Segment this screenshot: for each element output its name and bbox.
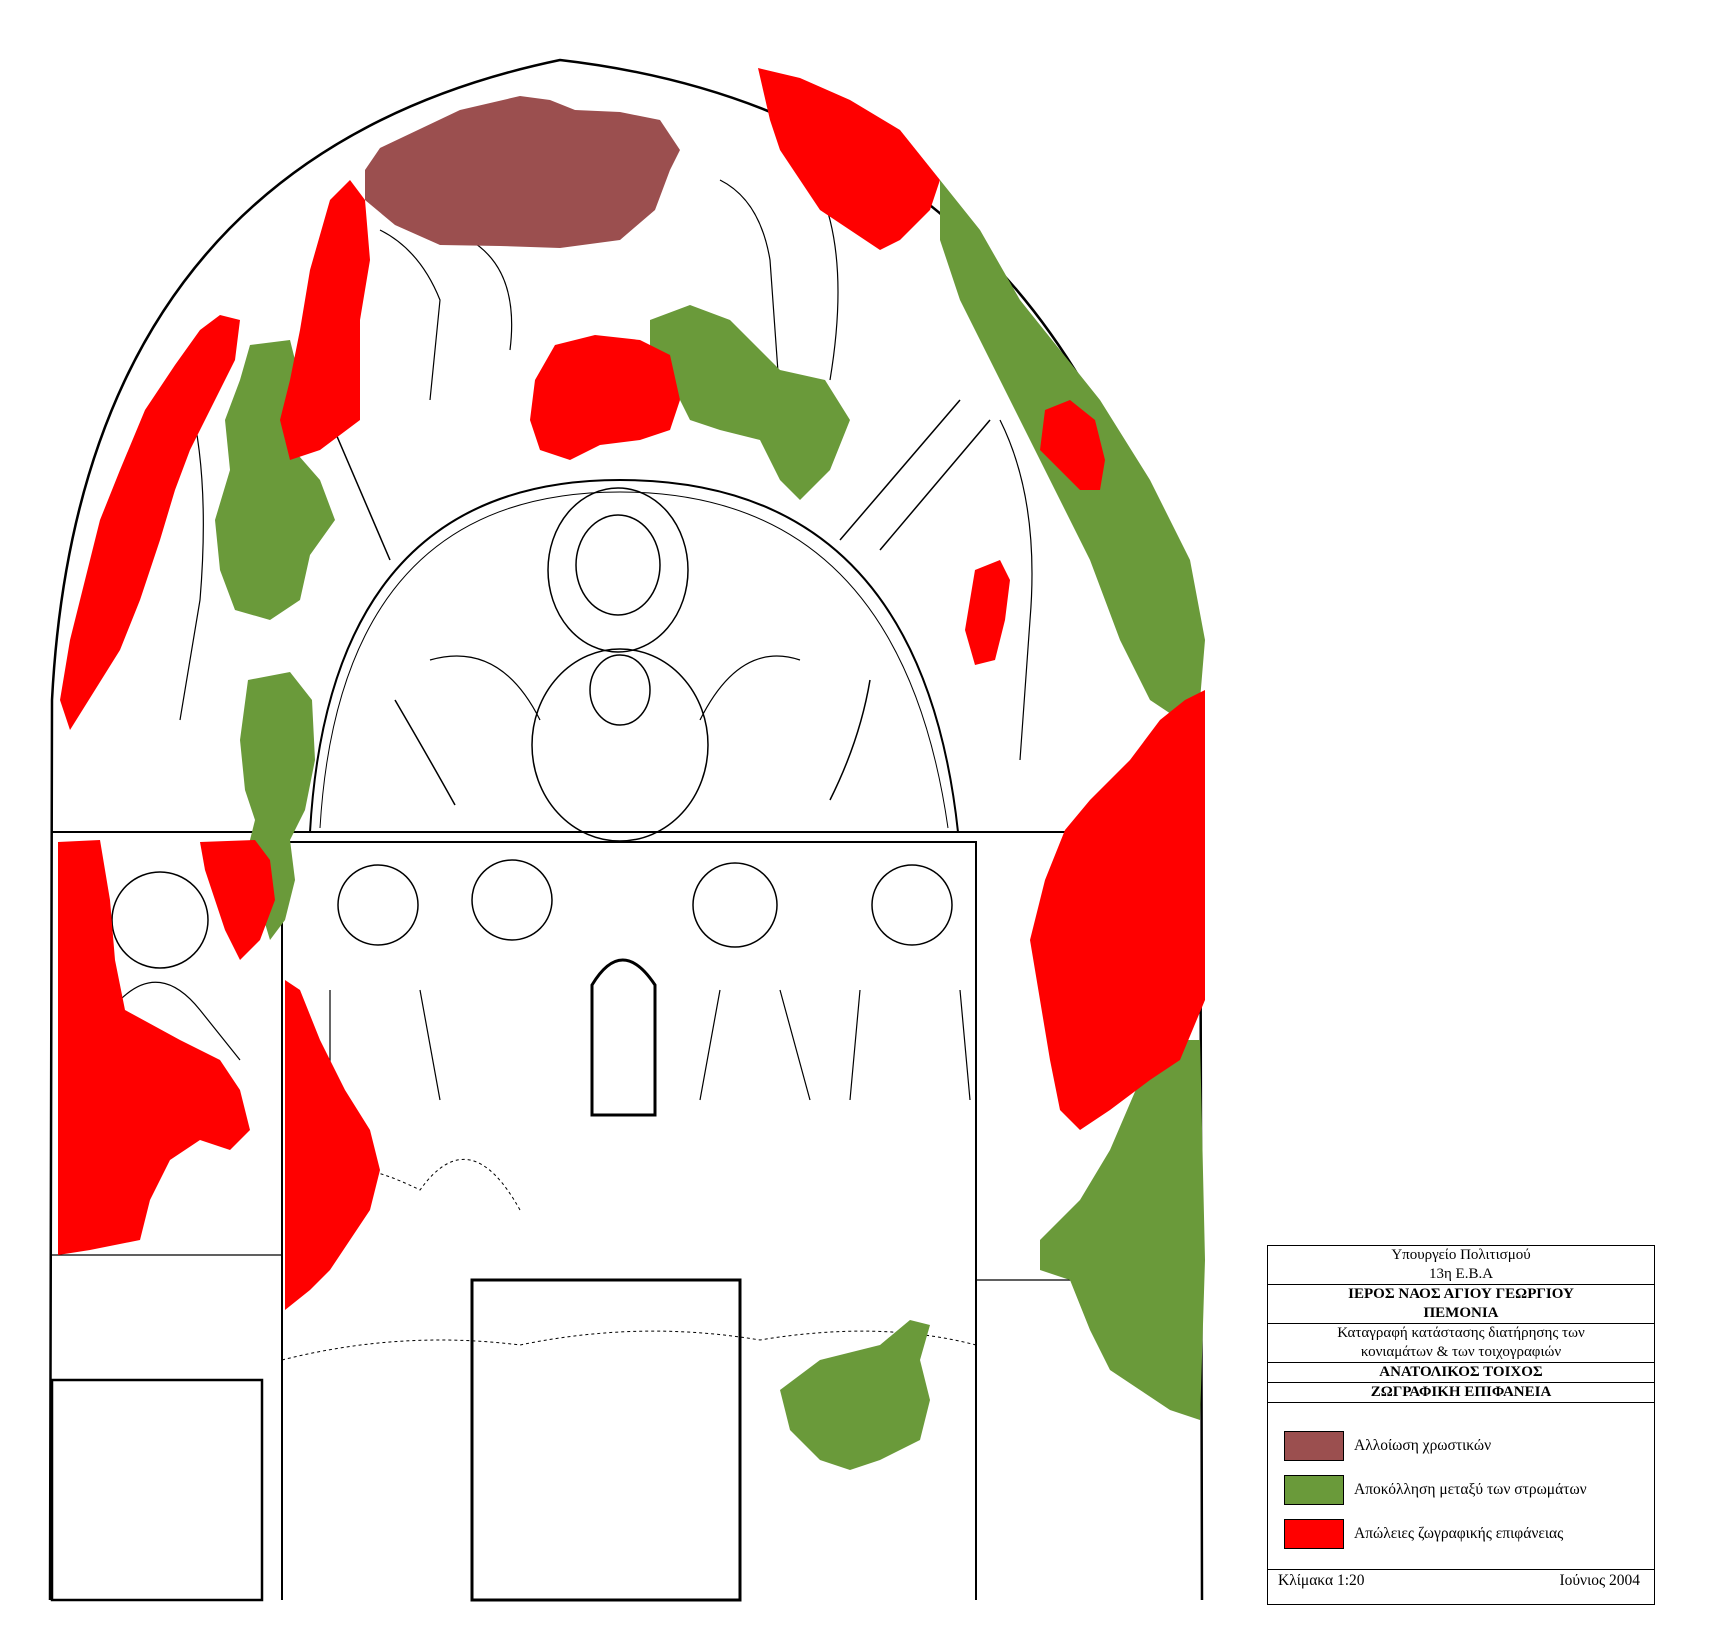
apse-niche bbox=[281, 841, 977, 1600]
title-legend-box: Υπουργείο Πολιτισμού 13η Ε.Β.Α ΙΕΡΟΣ ΝΑΟ… bbox=[1267, 1245, 1655, 1605]
scale: Κλίμακα 1:20 bbox=[1278, 1572, 1365, 1589]
village-name: ΠΕΜΟΝΙΑ bbox=[1423, 1305, 1499, 1321]
ministry: Υπουργείο Πολιτισμού bbox=[1391, 1247, 1531, 1263]
legend-label-pigment: Αλλοίωση χρωστικών bbox=[1354, 1437, 1492, 1454]
swatch-detachment bbox=[1284, 1475, 1344, 1505]
legend-footer: Κλίμακα 1:20 Ιούνιος 2004 bbox=[1268, 1570, 1654, 1590]
door bbox=[470, 1278, 742, 1602]
church-name: ΙΕΡΟΣ ΝΑΟΣ ΑΓΙΟΥ ΓΕΩΡΓΙΟΥ bbox=[1348, 1286, 1574, 1302]
conch-inner-arch bbox=[319, 491, 949, 829]
ministry-line: Υπουργείο Πολιτισμού 13η Ε.Β.Α bbox=[1268, 1246, 1654, 1285]
conch-arch bbox=[309, 478, 959, 833]
wall-name: ΑΝΑΤΟΛΙΚΟΣ ΤΟΙΧΟΣ bbox=[1268, 1363, 1654, 1383]
swatch-paint-loss bbox=[1284, 1519, 1344, 1549]
left-block bbox=[50, 1378, 264, 1602]
swatch-pigment-alteration bbox=[1284, 1431, 1344, 1461]
church-line: ΙΕΡΟΣ ΝΑΟΣ ΑΓΙΟΥ ΓΕΩΡΓΙΟΥ ΠΕΜΟΝΙΑ bbox=[1268, 1285, 1654, 1324]
subject-line-1: Καταγραφή κατάστασης διατήρησης των bbox=[1337, 1325, 1585, 1341]
pigment-alteration-area bbox=[365, 96, 680, 248]
legend-label-paint-loss: Απώλειες ζωγραφικής επιφάνειας bbox=[1354, 1525, 1564, 1542]
legend-key-detachment: Αποκόλληση μεταξύ των στρωμάτων bbox=[1284, 1475, 1587, 1505]
date: Ιούνιος 2004 bbox=[1559, 1572, 1640, 1589]
window bbox=[590, 958, 657, 1117]
subject-line: Καταγραφή κατάστασης διατήρησης των κονι… bbox=[1268, 1324, 1654, 1363]
ephorate: 13η Ε.Β.Α bbox=[1428, 1266, 1494, 1282]
wall-outline bbox=[48, 58, 1204, 1601]
legend-keys: Αλλοίωση χρωστικών Αποκόλληση μεταξύ των… bbox=[1268, 1403, 1654, 1570]
detachment-areas bbox=[215, 180, 1205, 1470]
subject-line-2: κονιαμάτων & των τοιχογραφιών bbox=[1360, 1344, 1562, 1360]
legend-label-detachment: Αποκόλληση μεταξύ των στρωμάτων bbox=[1354, 1481, 1587, 1498]
surface-name: ΖΩΓΡΑΦΙΚΗ ΕΠΙΦΑΝΕΙΑ bbox=[1268, 1383, 1654, 1403]
paint-loss-areas bbox=[58, 68, 1205, 1310]
legend-key-pigment: Αλλοίωση χρωστικών bbox=[1284, 1431, 1491, 1461]
legend-key-paint-loss: Απώλειες ζωγραφικής επιφάνειας bbox=[1284, 1519, 1563, 1549]
